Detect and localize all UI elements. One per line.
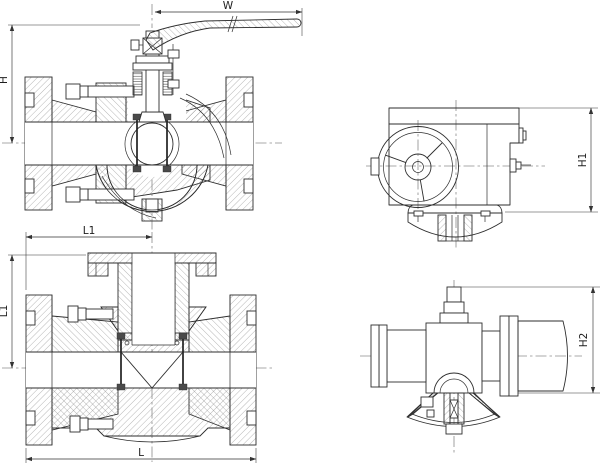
- dimension-h: H: [0, 24, 140, 144]
- dim-label-l: L: [138, 447, 144, 459]
- dimension-h1: H1: [505, 107, 598, 213]
- bottom-trunnion-bracket: [406, 372, 501, 435]
- dim-label-h2: H2: [578, 333, 590, 348]
- dim-label-l1-left: L1: [0, 305, 10, 318]
- dimension-l1-left: L1: [0, 254, 86, 369]
- gear-operator-side-view: H1: [366, 100, 598, 250]
- handwheel: [370, 126, 459, 208]
- dim-label-h1: H1: [577, 153, 589, 168]
- front-section-lever-view: W H: [0, 0, 303, 232]
- side-stem-view: H2: [360, 280, 600, 455]
- body-stud-lower: [69, 415, 114, 433]
- bonnet-stud: [67, 305, 114, 323]
- dimension-l: L: [25, 447, 257, 463]
- body-stud-top: [65, 83, 135, 100]
- dim-label-h: H: [0, 76, 10, 84]
- dimension-w: W: [154, 0, 303, 36]
- dimension-h2: H2: [461, 286, 600, 394]
- dim-label-l1-top: L1: [83, 225, 96, 237]
- dim-label-w: W: [223, 0, 234, 12]
- dimension-l1-top: L1: [25, 225, 153, 290]
- front-section-stem-view: L1 L1 L: [0, 225, 272, 463]
- lever-handle: [145, 15, 302, 51]
